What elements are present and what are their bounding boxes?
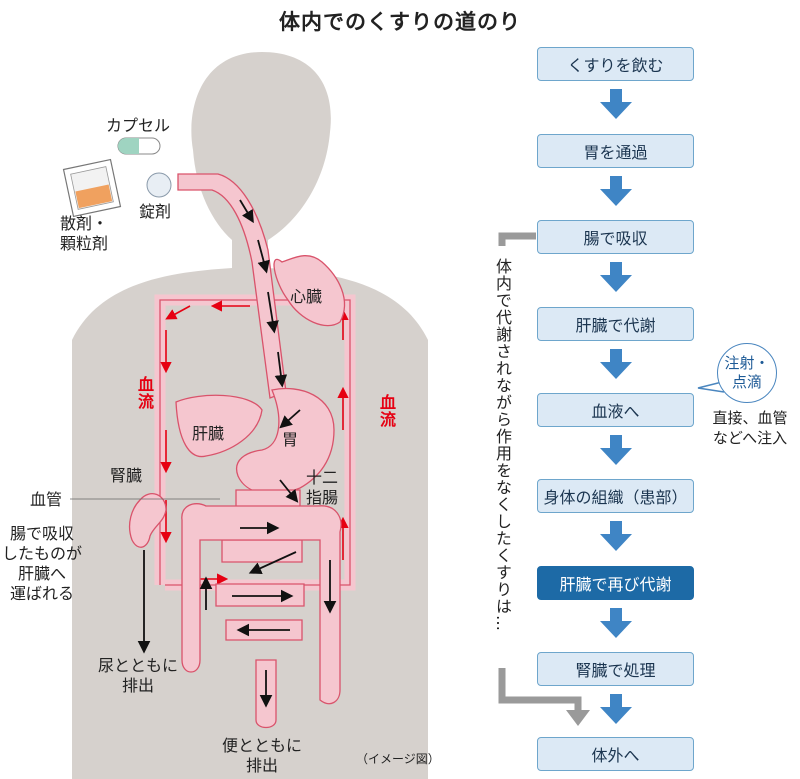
flow-step-liver-remetabolism: 肝臓で再び代謝 [537,566,694,600]
tablet-icon [146,172,172,198]
powder-label: 散剤・ 顆粒剤 [60,214,109,253]
image-note: （イメージ図） [356,752,440,766]
flow-step-intestine: 腸で吸収 [537,220,694,254]
blood-flow-label-left: 血流 [135,376,154,410]
drug-path-arrows [137,199,337,708]
bubble-tail [697,381,725,393]
injection-bubble: 注射・ 点滴 [717,343,777,403]
powder-packet-icon [62,158,122,218]
heart-shape [273,255,346,327]
capsule-icon [117,137,161,155]
flow-step-liver-metabolism: 肝臓で代謝 [537,307,694,341]
absorbed-note: 腸で吸収 したものが 肝臓へ 運ばれる [2,524,83,603]
injection-label: 注射・ 点滴 [724,354,770,391]
capsule-label: カプセル [106,116,171,135]
blood-flow-label-right: 血流 [377,394,396,428]
flow-step-take-medicine: くすりを飲む [537,47,694,81]
flow-step-tissue: 身体の組織（患部） [537,479,694,513]
flow-arrow-4 [600,349,632,379]
kidney-label: 腎臓 [110,466,143,485]
stool-label: 便とともに 排出 [222,736,303,775]
liver-label: 肝臓 [192,424,225,443]
duodenum-label: 十二 指腸 [306,468,339,507]
flow-step-blood: 血液へ [537,393,694,427]
large-intestine [181,503,342,705]
flow-arrow-2 [600,176,632,206]
flow-arrow-7 [600,608,632,638]
injection-note: 直接、血管 などへ注入 [712,409,788,447]
liver-shape [175,394,263,458]
return-bracket [498,232,582,712]
flow-arrow-8 [600,694,632,724]
tablet-label: 錠剤 [139,202,172,221]
stomach-label: 胃 [282,430,299,449]
flow-arrow-1 [600,89,632,119]
page-title: 体内でのくすりの道のり [279,10,521,34]
flow-step-kidney: 腎臓で処理 [537,652,694,686]
flow-step-stomach: 胃を通過 [537,134,694,168]
flow-arrow-6 [600,521,632,551]
heart-label: 心臓 [290,287,323,306]
return-bracket-arrowhead [566,710,590,726]
flow-arrow-5 [600,435,632,465]
flow-step-excreted: 体外へ [537,737,694,771]
flow-arrow-3 [600,262,632,292]
metabolized-note: 体内で代謝されながら作用をなくしたくすりは… [493,258,512,632]
esophagus [177,173,287,399]
urine-label: 尿とともに 排出 [98,656,179,695]
vessel-label: 血管 [30,490,63,509]
